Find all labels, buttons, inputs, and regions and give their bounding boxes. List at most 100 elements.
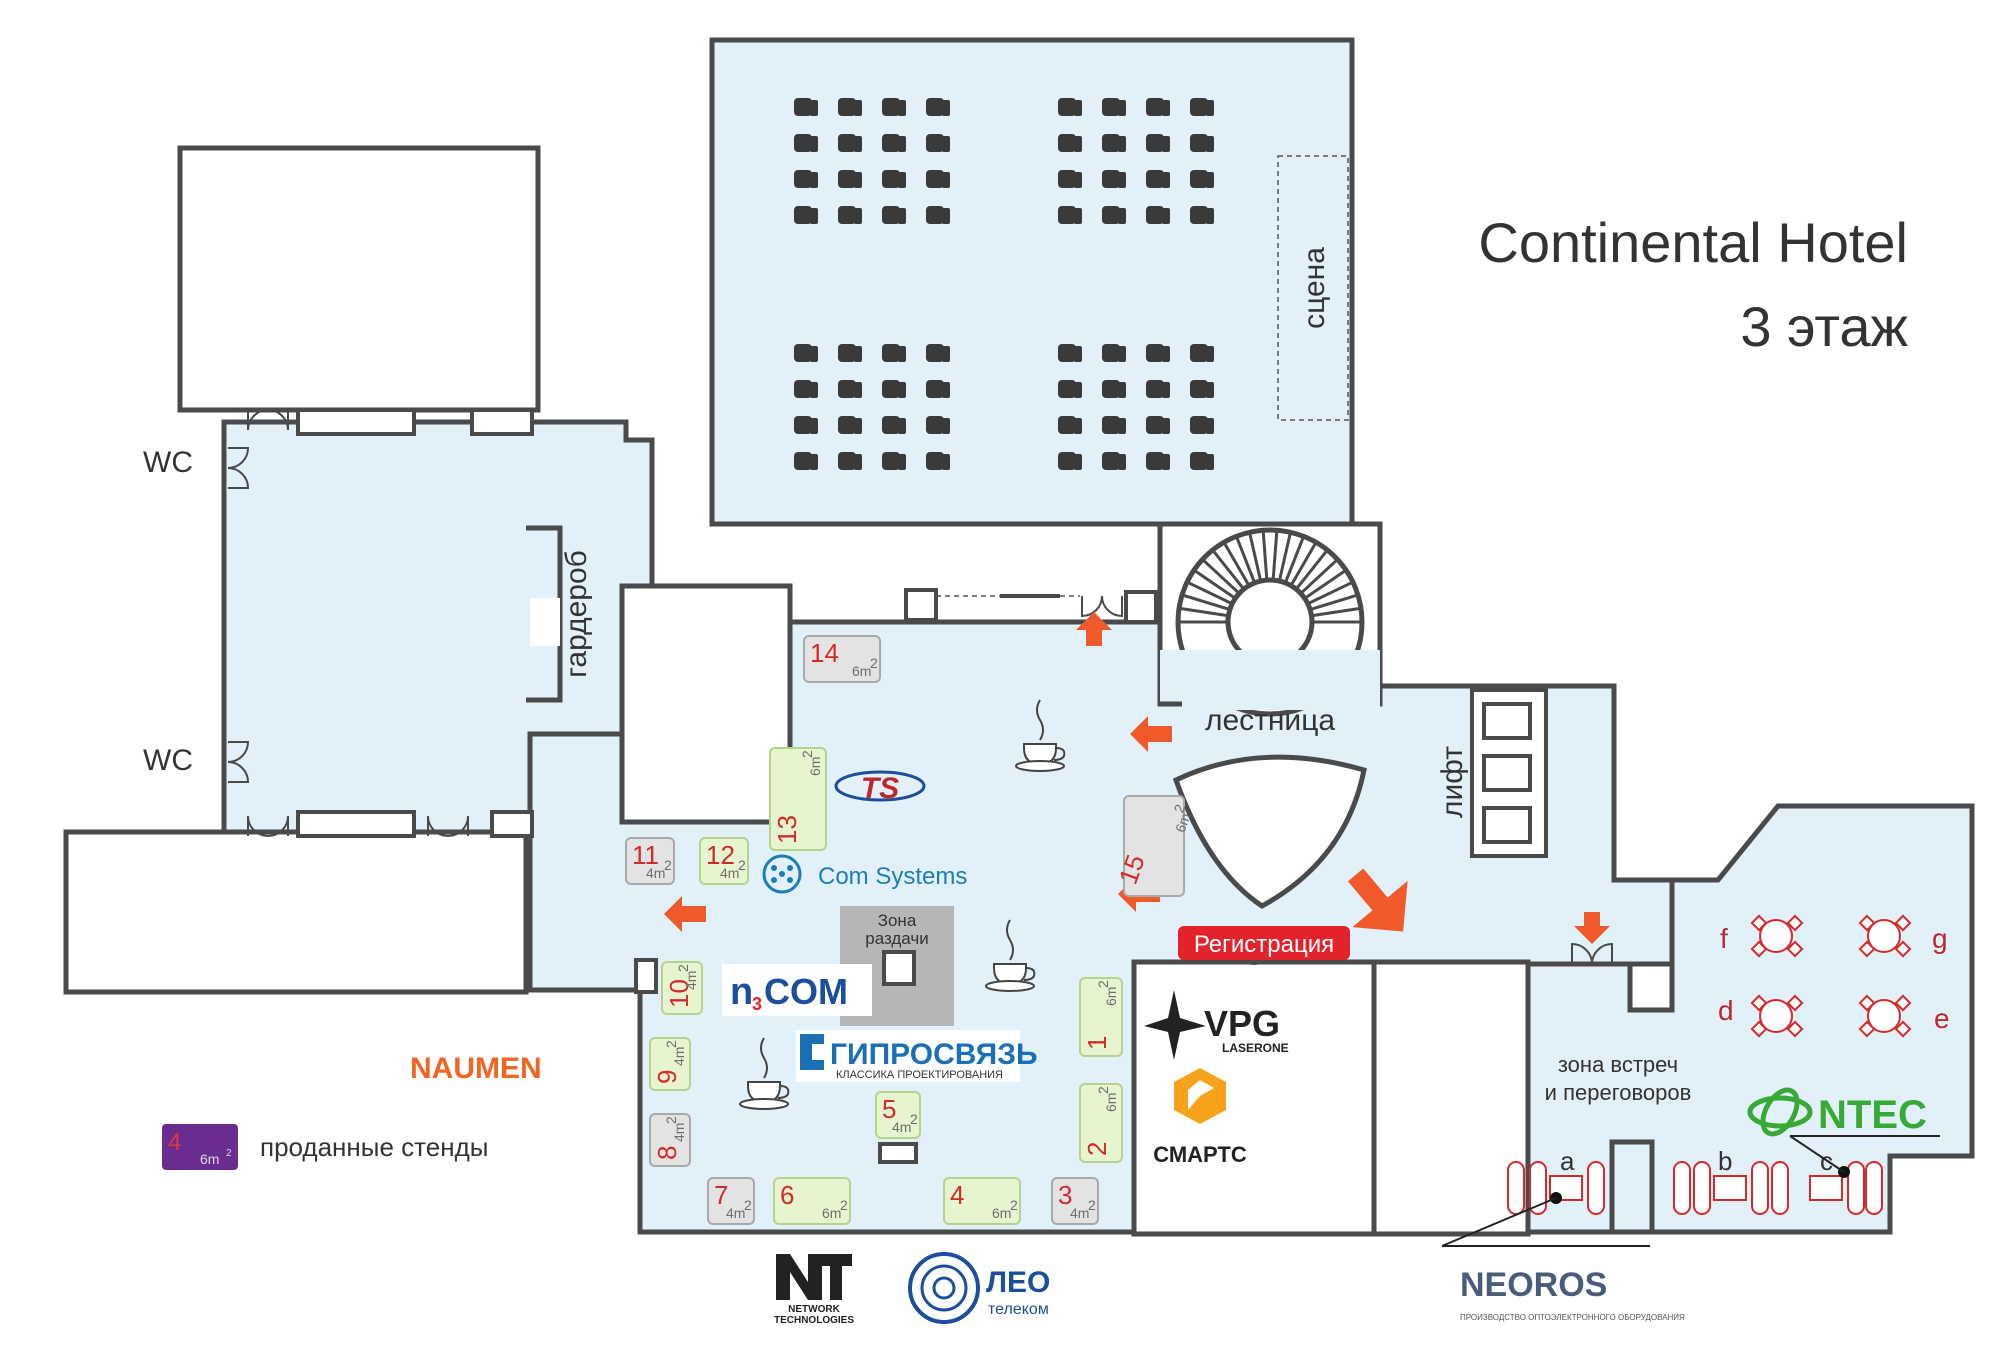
stand-area-sup: 2 <box>870 655 878 671</box>
spiral-staircase <box>1160 527 1380 717</box>
venue-title: Continental Hotel <box>1478 211 1908 274</box>
chair-icon <box>794 344 818 362</box>
stand-area: 6m <box>1172 811 1194 835</box>
stand-number: 12 <box>706 840 735 870</box>
stand-area: 4m <box>726 1205 745 1221</box>
stand-area: 6m <box>852 663 871 679</box>
network-technologies-logo: NETWORK TECHNOLOGIES <box>774 1254 854 1326</box>
chair-icon <box>1058 170 1082 188</box>
stand-area-sup: 2 <box>663 1116 679 1124</box>
chair-icon <box>1190 452 1214 470</box>
chair-icon <box>926 134 950 152</box>
chair-icon <box>882 416 906 434</box>
stage-area <box>1277 155 1349 421</box>
naumen-logo: NAUMEN <box>410 1052 542 1085</box>
n3com-digit-3: 3 <box>752 994 762 1014</box>
chair-icon <box>838 452 862 470</box>
chair-icon <box>1190 416 1214 434</box>
room-top-left <box>177 145 541 413</box>
chair-icon <box>1058 380 1082 398</box>
chair-icon <box>1102 416 1126 434</box>
conference-hall <box>709 37 1355 527</box>
chair-icon <box>1146 344 1170 362</box>
meeting-table-label: f <box>1720 923 1728 954</box>
stand-area-sup: 2 <box>664 857 672 873</box>
smarts-logo: СМАРТС <box>1153 1068 1247 1167</box>
chair-icon <box>794 452 818 470</box>
comsystems-logo-text: Com Systems <box>818 863 967 890</box>
stand-area: 6m <box>1103 1093 1119 1112</box>
chair-icon <box>1190 170 1214 188</box>
leo-telecom-logo: ЛЕО телеком <box>908 1252 1050 1324</box>
chair-icon <box>838 98 862 116</box>
wc-label-bottom: WC <box>143 744 193 777</box>
stand-area: 4m <box>720 865 739 881</box>
coffee-icon <box>739 699 1066 1110</box>
stand-number: 3 <box>1058 1180 1072 1210</box>
vpg-logo-subtext: LASERONE <box>1222 1041 1289 1055</box>
stand-area: 6m <box>1103 987 1119 1006</box>
stand-area-sup: 2 <box>675 964 691 972</box>
room-after-vpg <box>1371 959 1531 1237</box>
registration-island <box>1172 754 1367 909</box>
stand-area-sup: 2 <box>738 857 746 873</box>
chair-icon <box>1190 344 1214 362</box>
chair-icon <box>1190 206 1214 224</box>
chair-icon <box>1146 134 1170 152</box>
chair-icon <box>1146 452 1170 470</box>
meeting-table <box>1858 994 1912 1038</box>
stand-area: 4m <box>671 1123 687 1142</box>
chair-icon <box>1146 416 1170 434</box>
chair-icon <box>882 206 906 224</box>
registration-label: Регистрация <box>1194 931 1334 958</box>
meeting-table <box>1750 994 1804 1038</box>
stand-area: 4m <box>1070 1205 1089 1221</box>
stand-area: 4m <box>671 1047 687 1066</box>
stand-area: 4m <box>892 1119 911 1135</box>
leo-logo-subtext: телеком <box>988 1301 1049 1318</box>
chair-icon <box>794 380 818 398</box>
chair-icon <box>838 380 862 398</box>
coffee-icon <box>739 1037 790 1110</box>
chair-icon <box>882 380 906 398</box>
neoros-logo-subtext: ПРОИЗВОДСТВО ОПТОЭЛЕКТРОННОГО ОБОРУДОВАН… <box>1460 1313 1685 1322</box>
n3com-letter-n: n <box>730 971 753 1013</box>
legend-swatch-number: 4 <box>168 1129 181 1156</box>
meeting-table-label: d <box>1718 995 1734 1026</box>
chair-icon <box>794 206 818 224</box>
meeting-table-label: g <box>1932 923 1948 954</box>
stand-area: 6m <box>992 1205 1011 1221</box>
chair-icon <box>1102 98 1126 116</box>
chair-icon <box>926 344 950 362</box>
chair-icon <box>838 134 862 152</box>
stand-area: 6m <box>822 1205 841 1221</box>
chair-icon <box>1190 98 1214 116</box>
legend-sold-swatch <box>162 1124 238 1170</box>
stand-area-sup: 2 <box>1088 1197 1096 1213</box>
chair-icon <box>794 134 818 152</box>
chair-icon <box>882 452 906 470</box>
stand-number: 4 <box>950 1180 964 1210</box>
room-center-white <box>619 583 793 825</box>
chair-icon <box>1058 206 1082 224</box>
chair-icon <box>1146 170 1170 188</box>
smarts-logo-text: СМАРТС <box>1153 1142 1247 1167</box>
food-zone-label-2: раздачи <box>865 929 929 948</box>
